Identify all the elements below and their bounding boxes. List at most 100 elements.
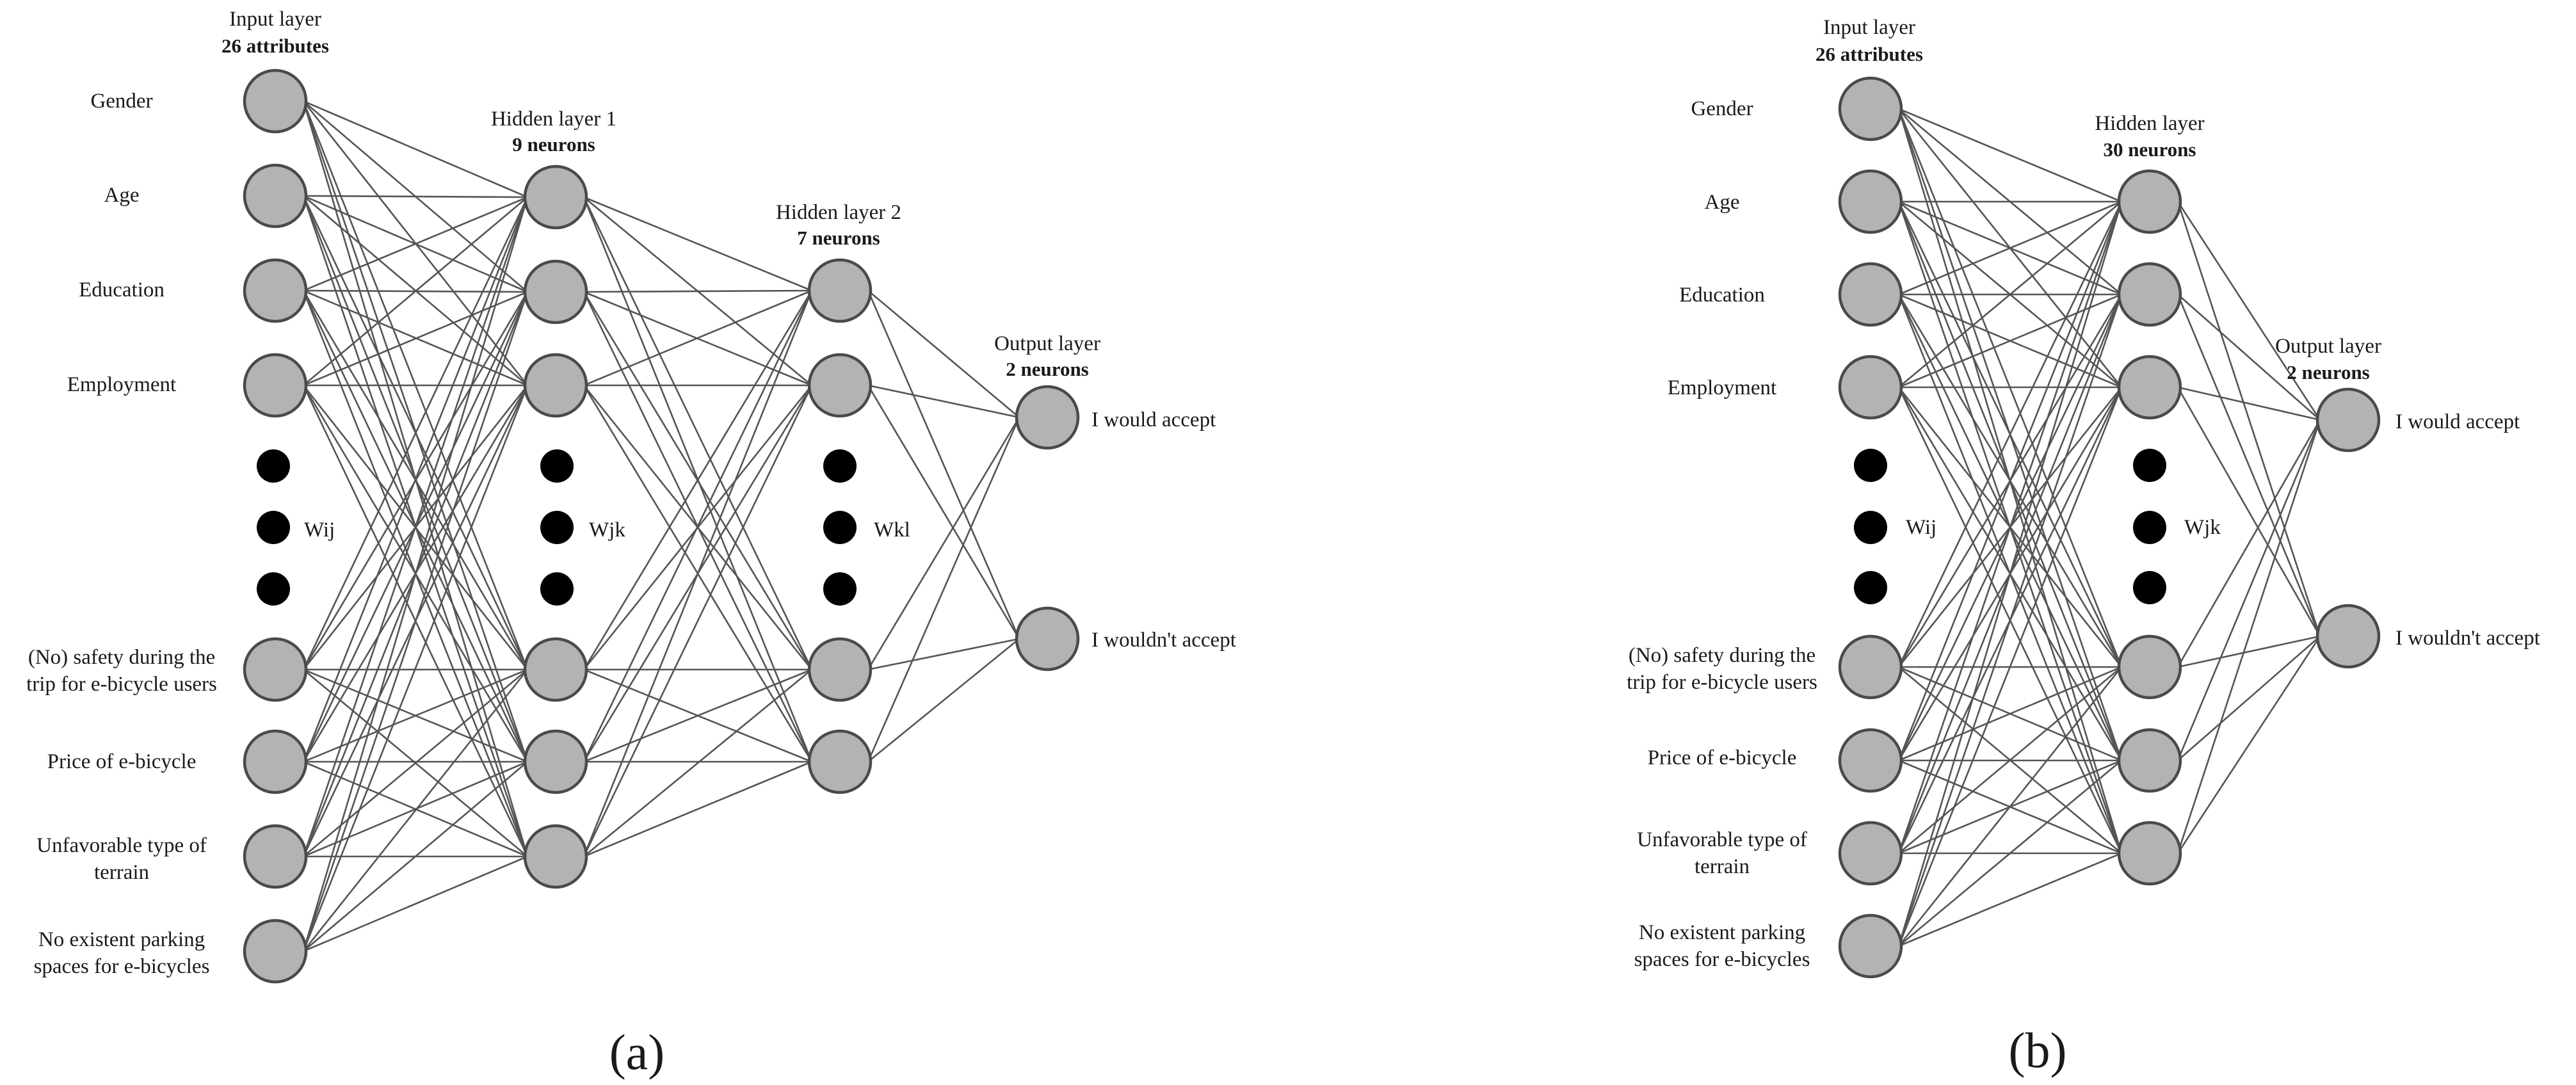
connection-line xyxy=(583,668,812,763)
panel-a-connections xyxy=(302,100,1020,952)
connection-line xyxy=(1897,201,2123,947)
ellipsis-dot xyxy=(2133,449,2166,482)
panel-a: Input layer 26 attributes Hidden layer 1… xyxy=(26,8,1236,1080)
connection-line xyxy=(1898,201,2122,388)
ellipsis-dot xyxy=(1854,571,1887,604)
hidden-1-neuron xyxy=(523,824,588,889)
connection-line xyxy=(302,197,529,857)
input-neuron xyxy=(1838,913,1903,979)
connection-line xyxy=(867,638,1020,763)
panel-a-hidden-layer-2-count: 7 neurons xyxy=(797,227,880,249)
input-neuron xyxy=(243,163,308,229)
connection-line xyxy=(303,761,528,952)
hidden-1-neuron xyxy=(523,729,588,794)
connection-line xyxy=(583,196,812,292)
ellipsis-dot xyxy=(257,572,290,606)
input-label: No existent parking xyxy=(38,928,205,951)
hidden-neuron xyxy=(2117,355,2182,420)
panel-a-weight-wij: Wij xyxy=(304,518,335,542)
connection-line xyxy=(302,385,529,952)
connection-line xyxy=(303,195,528,198)
connection-line xyxy=(2177,386,2321,421)
panel-a-output-label: I wouldn't accept xyxy=(1091,629,1236,652)
input-neuron xyxy=(1838,821,1903,886)
panel-b-output-layer-count: 2 neurons xyxy=(2287,361,2370,383)
connection-line xyxy=(1897,201,2123,761)
panel-b-hidden-layer-title: Hidden layer xyxy=(2095,112,2204,135)
input-label: No existent parking xyxy=(1639,921,1805,944)
panel-a-hidden-layer-1-count: 9 neurons xyxy=(512,133,595,156)
connection-line xyxy=(303,197,528,386)
input-neuron xyxy=(243,729,308,794)
connection-line xyxy=(583,289,812,387)
connection-line xyxy=(583,289,812,293)
ellipsis-dot xyxy=(257,511,290,544)
connection-line xyxy=(2177,635,2321,668)
input-label: (No) safety during the xyxy=(28,646,215,669)
panel-a-hidden-layer-1-title: Hidden layer 1 xyxy=(491,108,616,131)
input-neuron xyxy=(243,637,308,702)
connection-line xyxy=(583,385,813,857)
hidden-1-neuron xyxy=(523,259,588,325)
connection-line xyxy=(583,290,813,857)
connection-line xyxy=(1897,666,2123,947)
ellipsis-dot xyxy=(2133,571,2166,604)
panel-a-neurons xyxy=(243,68,1080,984)
input-label: Education xyxy=(1679,284,1765,307)
hidden-neuron xyxy=(2117,634,2182,700)
connection-line xyxy=(583,290,813,670)
input-label: Gender xyxy=(1691,97,1753,120)
hidden-2-neuron xyxy=(807,729,873,794)
input-label: Employment xyxy=(67,373,176,396)
ellipsis-dot xyxy=(823,449,857,483)
hidden-neuron xyxy=(2117,262,2182,327)
panel-b-input-layer-title: Input layer xyxy=(1823,16,1915,39)
connection-line xyxy=(2177,201,2321,421)
input-neuron xyxy=(1838,262,1903,327)
panel-a-input-layer-count: 26 attributes xyxy=(221,35,329,57)
panel-a-input-layer-title: Input layer xyxy=(229,8,321,31)
ellipsis-dot xyxy=(823,572,857,606)
connection-line xyxy=(867,290,1020,639)
connection-line xyxy=(303,196,528,292)
panel-a-output-layer-count: 2 neurons xyxy=(1006,358,1089,380)
connection-line xyxy=(2177,201,2321,637)
panel-b-input-layer-count: 26 attributes xyxy=(1815,43,1923,65)
connection-line xyxy=(302,197,529,670)
hidden-2-neuron xyxy=(807,637,873,702)
panel-a-hidden-layer-2-title: Hidden layer 2 xyxy=(776,201,901,224)
input-label: Education xyxy=(79,278,165,301)
connection-line xyxy=(2177,636,2321,761)
panel-b-weight-wjk: Wjk xyxy=(2184,516,2221,539)
hidden-2-neuron xyxy=(807,258,873,323)
input-label: (No) safety during the xyxy=(1629,644,1815,667)
panel-b-caption: (b) xyxy=(2009,1022,2067,1078)
ellipsis-dot xyxy=(257,449,290,483)
hidden-2-neuron xyxy=(807,353,873,418)
hidden-1-neuron xyxy=(523,353,588,418)
connection-line xyxy=(2177,419,2321,668)
hidden-neuron xyxy=(2117,728,2182,793)
connection-line xyxy=(867,385,1020,639)
hidden-1-neuron xyxy=(523,165,588,230)
input-label: Age xyxy=(1705,191,1740,214)
ellipsis-dot xyxy=(1854,449,1887,482)
connection-line xyxy=(302,197,529,762)
ellipsis-dot xyxy=(823,511,857,544)
output-neuron xyxy=(2315,387,2381,453)
input-neuron xyxy=(243,919,308,984)
panel-a-caption: (a) xyxy=(609,1024,665,1080)
input-label: Price of e-bicycle xyxy=(1648,746,1797,769)
input-neuron xyxy=(1838,169,1903,234)
input-label: spaces for e-bicycles xyxy=(1634,948,1810,971)
connection-line xyxy=(303,855,528,952)
input-neuron xyxy=(243,258,308,323)
panel-b-output-label: I wouldn't accept xyxy=(2395,627,2540,650)
panel-a-output-label: I would accept xyxy=(1091,408,1216,431)
input-neuron xyxy=(1838,634,1903,700)
connection-line xyxy=(867,290,1020,418)
input-neuron xyxy=(1838,728,1903,793)
connection-line xyxy=(302,291,529,952)
panel-a-weight-wjk: Wjk xyxy=(589,518,625,542)
connection-line xyxy=(2177,636,2321,854)
